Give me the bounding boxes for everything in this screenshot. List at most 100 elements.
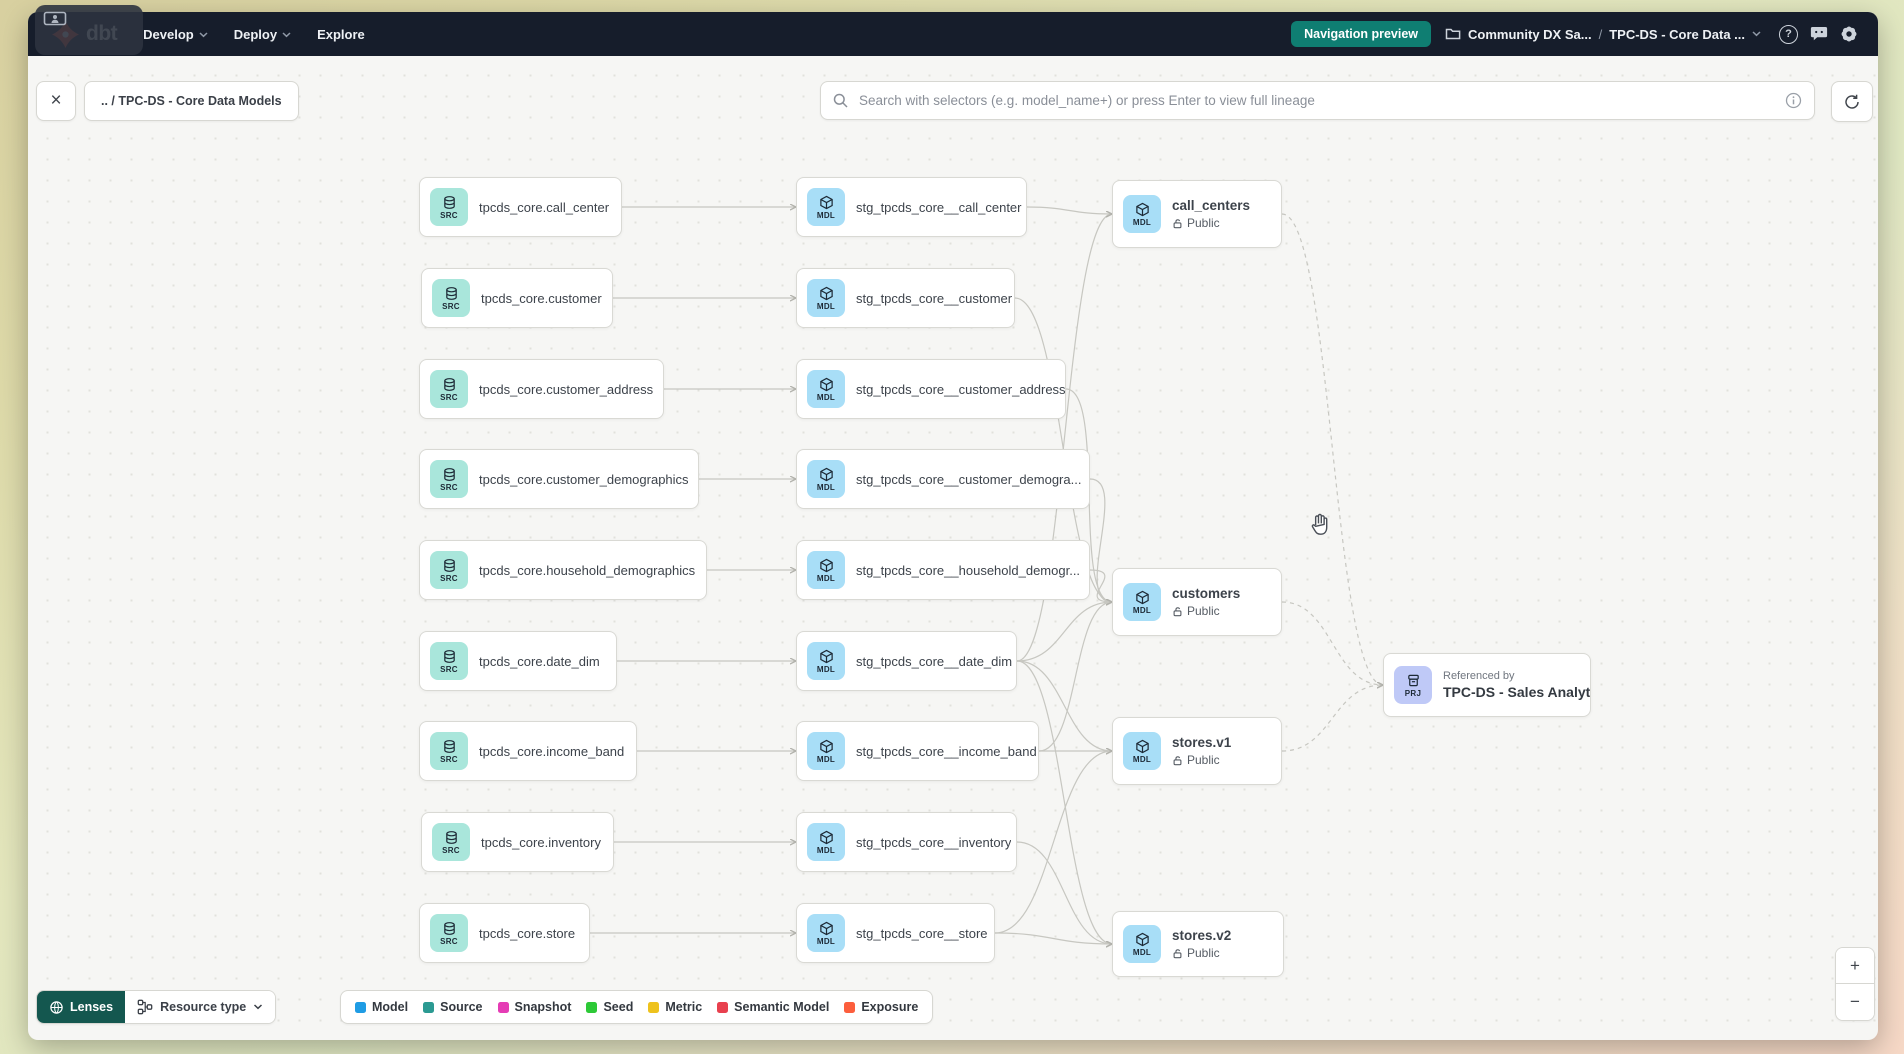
lineage-node-stg_call_center[interactable]: MDL stg_tpcds_core__call_center <box>796 177 1027 237</box>
node-access-sublabel: Public <box>1172 216 1250 230</box>
legend-item-exposure: Exposure <box>844 1000 918 1014</box>
lineage-node-stg_store[interactable]: MDL stg_tpcds_core__store <box>796 903 995 963</box>
model-icon: MDL <box>807 642 845 680</box>
legend-swatch <box>355 1001 366 1013</box>
node-label: stg_tpcds_core__store <box>856 925 988 941</box>
chevron-down-icon <box>282 32 291 38</box>
navigation-preview-button[interactable]: Navigation preview <box>1291 21 1432 47</box>
app-window: dbt Develop Deploy Explore Navigation pr… <box>28 12 1878 1040</box>
node-label: stg_tpcds_core__income_band <box>856 743 1037 759</box>
zoom-in-button[interactable]: + <box>1836 948 1874 984</box>
lineage-node-stg_income_band[interactable]: MDL stg_tpcds_core__income_band <box>796 721 1039 781</box>
lineage-node-src_household_demographics[interactable]: SRC tpcds_core.household_demographics <box>419 540 707 600</box>
model-icon: MDL <box>807 823 845 861</box>
node-type-badge: MDL <box>816 482 836 492</box>
breadcrumb-page[interactable]: TPC-DS - Core Data ... <box>1609 26 1745 42</box>
legend-swatch <box>423 1001 435 1013</box>
nav-item-develop[interactable]: Develop <box>143 27 208 42</box>
lineage-node-stg_inventory[interactable]: MDL stg_tpcds_core__inventory <box>796 812 1017 872</box>
node-label: customers <box>1172 586 1241 601</box>
lineage-node-src_income_band[interactable]: SRC tpcds_core.income_band <box>419 721 637 781</box>
node-label: tpcds_core.income_band <box>479 743 625 759</box>
node-access-sublabel: Public <box>1172 604 1240 618</box>
lineage-node-src_inventory[interactable]: SRC tpcds_core.inventory <box>421 812 614 872</box>
folder-icon <box>1445 28 1461 40</box>
lenses-button[interactable]: Lenses <box>37 991 126 1023</box>
node-type-badge: SRC <box>442 301 460 311</box>
nav-item-deploy[interactable]: Deploy <box>234 27 291 42</box>
node-type-badge: SRC <box>442 845 460 855</box>
model-icon: MDL <box>1123 925 1161 963</box>
screen-share-pill <box>35 5 143 55</box>
lineage-node-src_date_dim[interactable]: SRC tpcds_core.date_dim <box>419 631 617 691</box>
close-lineage-button[interactable]: × <box>36 81 76 121</box>
node-type-badge: MDL <box>816 573 836 583</box>
node-type-badge: SRC <box>440 664 458 674</box>
project-breadcrumb[interactable]: Community DX Sa... / TPC-DS - Core Data … <box>1445 27 1761 42</box>
resource-type-dropdown[interactable]: Resource type <box>125 991 276 1023</box>
refresh-icon <box>1845 94 1859 109</box>
model-icon: MDL <box>1123 195 1161 233</box>
node-label: stg_tpcds_core__household_demogr... <box>856 562 1081 578</box>
model-icon: MDL <box>807 551 845 589</box>
node-type-badge: SRC <box>440 573 458 583</box>
node-label: tpcds_core.household_demographics <box>479 562 696 578</box>
node-label: tpcds_core.call_center <box>479 199 610 215</box>
node-type-badge: SRC <box>440 482 458 492</box>
zoom-out-button[interactable]: − <box>1836 984 1874 1020</box>
legend-item-snapshot: Snapshot <box>497 1000 571 1014</box>
lock-open-icon <box>1173 218 1182 228</box>
help-icon[interactable]: ? <box>1779 24 1798 44</box>
info-icon[interactable] <box>1785 92 1802 109</box>
project-icon: PRJ <box>1394 666 1432 704</box>
lineage-node-stg_household_demographics[interactable]: MDL stg_tpcds_core__household_demogr... <box>796 540 1090 600</box>
chevron-down-icon <box>199 32 208 38</box>
node-label: tpcds_core.date_dim <box>479 653 600 669</box>
node-label: tpcds_core.inventory <box>481 834 601 850</box>
nav-item-explore[interactable]: Explore <box>317 26 365 42</box>
model-icon: MDL <box>807 914 845 952</box>
lock-open-icon <box>1173 606 1182 616</box>
node-type-badge: SRC <box>440 936 458 946</box>
node-type-badge: MDL <box>816 754 836 764</box>
node-type-badge: MDL <box>816 210 836 220</box>
feedback-icon[interactable] <box>1810 26 1828 42</box>
node-type-badge: MDL <box>816 392 836 402</box>
source-icon: SRC <box>430 460 468 498</box>
node-label: stg_tpcds_core__customer_address <box>856 381 1065 397</box>
node-toplabel: Referenced by <box>1443 670 1515 682</box>
node-label: stg_tpcds_core__call_center <box>856 199 1022 215</box>
chevron-down-icon <box>254 1004 263 1010</box>
source-icon: SRC <box>430 732 468 770</box>
resource-type-icon <box>137 999 153 1015</box>
node-type-badge: PRJ <box>1404 688 1422 698</box>
source-icon: SRC <box>430 642 468 680</box>
node-label: stg_tpcds_core__inventory <box>856 834 1012 850</box>
search-input[interactable] <box>857 92 1785 109</box>
chevron-down-icon <box>1752 31 1761 37</box>
lineage-node-stg_customer_address[interactable]: MDL stg_tpcds_core__customer_address <box>796 359 1066 419</box>
breadcrumb-project[interactable]: Community DX Sa... <box>1468 26 1592 42</box>
node-type-badge: MDL <box>1132 605 1152 615</box>
legend-swatch <box>844 1001 856 1013</box>
settings-gear-icon[interactable] <box>1840 25 1858 43</box>
lineage-breadcrumb-chip[interactable]: .. / TPC-DS - Core Data Models <box>84 81 299 121</box>
legend-swatch <box>648 1001 660 1013</box>
node-type-badge: MDL <box>816 845 836 855</box>
refresh-lineage-button[interactable] <box>1831 81 1873 122</box>
source-icon: SRC <box>430 914 468 952</box>
source-icon: SRC <box>432 279 470 317</box>
